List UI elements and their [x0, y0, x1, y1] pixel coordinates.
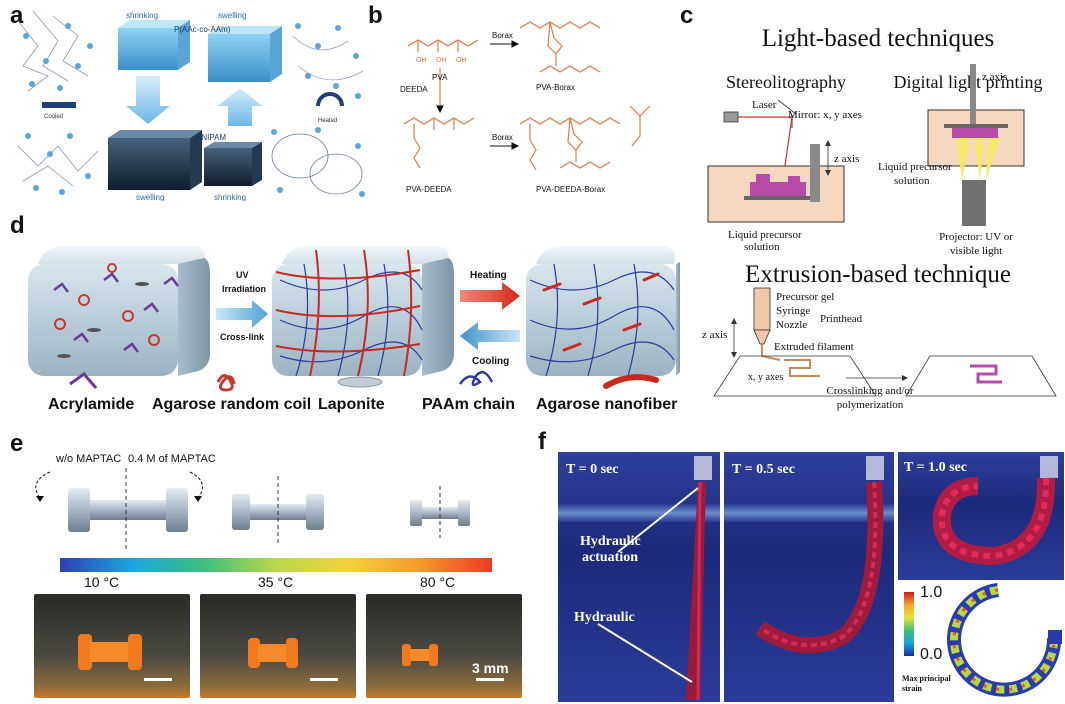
t05-label: T = 0.5 sec [732, 462, 795, 477]
legend-agarose-nanofiber: Agarose nanofiber [536, 396, 678, 413]
sample-35c [248, 638, 298, 668]
frame-t0: T = 0 sec Hydraulic actuation Hydraulic [558, 452, 720, 702]
z-axis-2-label: z axis [982, 71, 1007, 83]
heating-label: Heating [470, 270, 507, 281]
legend-agarose-random-coil: Agarose random coil [152, 396, 312, 413]
deeda-label: DEEDA [400, 85, 428, 94]
scalebar-3 [476, 678, 504, 681]
cooled-label: Cooled [44, 114, 63, 120]
strain-simulation: 1.0 0.0 Max principal strain [898, 582, 1064, 702]
oh-label-1: OH [416, 57, 427, 64]
scalebar-1 [144, 678, 172, 681]
borax-label-2: Borax [492, 133, 513, 142]
photo-10c [34, 594, 190, 698]
with-maptac-label: 0.4 M of MAPTAC [128, 453, 216, 465]
panel-e-figure: w/o MAPTAC 0.4 M of MAPTAC [35, 453, 470, 550]
t10-label: T = 1.0 sec [904, 460, 967, 475]
frame-t05: T = 0.5 sec [724, 452, 894, 702]
legend-acrylamide: Acrylamide [48, 396, 135, 413]
extrusion-title: Extrusion-based technique [745, 261, 1011, 288]
liquid-1-line1: Liquid precursor [728, 229, 802, 241]
panel-b-figure: OH OH OH Borax PVA PVA-Borax DEEDA Borax… [400, 21, 651, 194]
pva-borax-label: PVA-Borax [536, 83, 575, 92]
liquid-1-line2: solution [744, 241, 780, 253]
uv-line1: UV [236, 270, 249, 280]
light-title: Light-based techniques [762, 25, 995, 52]
oh-label-3: OH [456, 57, 467, 64]
shrinking-bottom-label: shrinking [214, 193, 246, 201]
panel-label-d: d [10, 212, 25, 239]
temperature-colorbar [60, 558, 492, 572]
extruded-label: Extruded filament [774, 341, 854, 353]
z-axis-1-label: z axis [834, 153, 859, 165]
panel-a-figure: shrinking swelling P(AAc-co-AAm) Cooled … [18, 10, 365, 201]
cb-min-label: 0.0 [920, 646, 943, 663]
crosslink-line2: polymerization [837, 399, 904, 411]
pnipam-label: PNIPAM [196, 133, 226, 142]
precursor-gel-label: Precursor gel [776, 291, 834, 303]
hyd-act-line2: actuation [582, 550, 638, 565]
copolymer-label: P(AAc-co-AAm) [174, 25, 231, 34]
projector-line2: visible light [950, 245, 1002, 257]
uv-line3: Cross-link [220, 332, 265, 342]
uv-line2: Irradiation [222, 284, 266, 294]
temp-10: 10 °C [84, 574, 120, 590]
xy-axes-label: x, y axes [748, 372, 783, 383]
oh-label-2: OH [436, 57, 447, 64]
crosslink-line1: Crosslinking and/or [826, 385, 913, 397]
pva-deeda-borax-label: PVA-DEEDA-Borax [536, 185, 605, 194]
liquid-2-line2: solution [894, 175, 930, 187]
strain-line2: strain [902, 684, 922, 693]
panel-c-figure: Light-based techniques Stereolitography … [702, 25, 1057, 411]
panel-label-a: a [10, 2, 24, 29]
nozzle-label: Nozzle [776, 319, 807, 331]
syringe-label: Syringe [776, 305, 810, 317]
cooling-label: Cooling [472, 356, 509, 367]
projector-line1: Projector: UV or [939, 231, 1013, 243]
temp-35: 35 °C [258, 574, 294, 590]
stereo-title: Stereolitography [726, 72, 846, 92]
actuator-t0 [597, 456, 712, 701]
temp-80: 80 °C [420, 574, 456, 590]
pva-deeda-label: PVA-DEEDA [406, 185, 452, 194]
actuator-t05 [755, 456, 884, 654]
legend-laponite: Laponite [318, 396, 385, 413]
panel-label-f: f [538, 428, 546, 455]
mirror-label: Mirror: x, y axes [788, 109, 862, 121]
strain-colorbar [904, 592, 914, 656]
panel-d-figure: UV Irradiation Cross-link Heating Coolin… [28, 246, 680, 377]
cb-max-label: 1.0 [920, 584, 943, 601]
panel-label-b: b [368, 2, 383, 29]
heated-label: Heated [318, 118, 337, 124]
dlp-title: Digital light printing [894, 72, 1043, 92]
hydraulic-label: Hydraulic [574, 610, 635, 625]
z-axis-3-label: z axis [702, 329, 727, 341]
sample-80c [402, 644, 438, 666]
swelling-top-label: swelling [218, 11, 246, 20]
scalebar-2 [310, 678, 338, 681]
shrinking-top-label: shrinking [126, 11, 158, 20]
frame-t10: T = 1.0 sec [898, 452, 1064, 580]
laser-label: Laser [752, 99, 777, 111]
panel-label-c: c [680, 2, 694, 29]
scale-label: 3 mm [472, 660, 509, 676]
swelling-bottom-label: swelling [136, 193, 164, 201]
panel-label-e: e [10, 430, 24, 457]
wo-maptac-label: w/o MAPTAC [55, 453, 121, 465]
actuator-t10 [932, 456, 1058, 566]
photo-35c [200, 594, 356, 698]
legend-paam-chain: PAAm chain [422, 396, 516, 413]
strain-line1: Max principal [902, 674, 951, 683]
borax-label-1: Borax [492, 31, 513, 40]
printhead-label: Printhead [820, 313, 863, 325]
hyd-act-line1: Hydraulic [580, 534, 641, 549]
panel-d-legend-icons [69, 370, 659, 392]
photo-80c: 3 mm [366, 594, 522, 698]
pva-label: PVA [432, 73, 448, 82]
sample-10c [78, 634, 142, 670]
strain-shape [947, 583, 1062, 697]
liquid-2-line1: Liquid precursor [878, 161, 952, 173]
t0-label: T = 0 sec [566, 462, 619, 477]
